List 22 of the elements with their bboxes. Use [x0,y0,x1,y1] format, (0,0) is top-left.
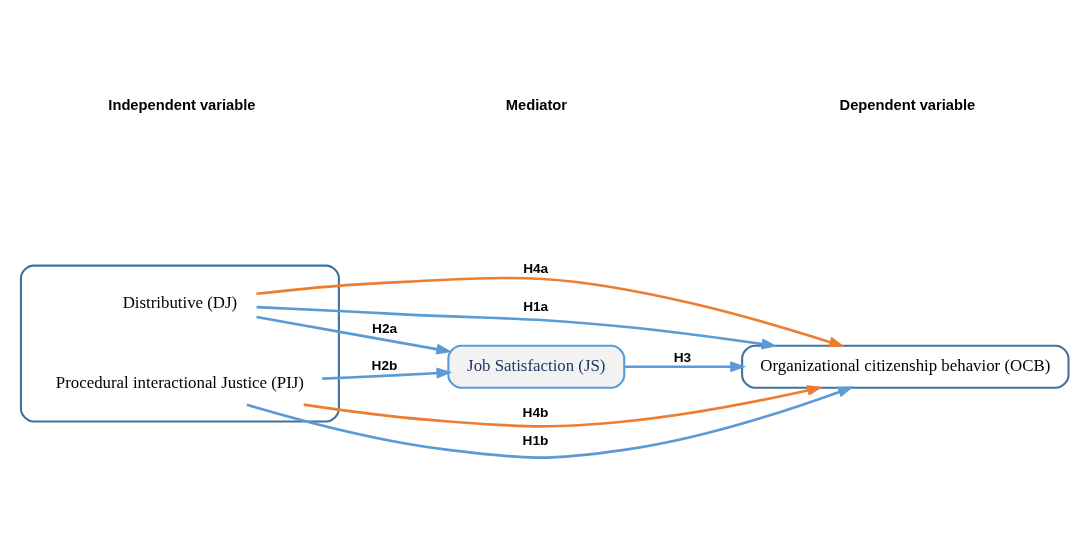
arrow [256,276,845,347]
cluster [19,264,340,423]
node-box: Job Satisfaction (JS) [447,344,626,389]
edge-label: H4a [523,260,549,276]
edge-label: H2b [371,357,398,373]
arrow [303,384,823,428]
node-box: Organizational citizenship behavior (OCB) [741,344,1070,389]
edge-label: H3 [673,349,692,365]
edge-label: H2a [372,320,398,336]
label: Independent variable [108,96,256,113]
label: Mediator [505,96,568,113]
arrow [322,367,453,380]
label: Dependent variable [839,96,976,113]
arrow [256,305,778,349]
arrow [256,315,453,355]
arrow [246,386,854,459]
node-text: Distributive (DJ) [122,292,238,312]
node-text: Procedural interactional Justice (PIJ) [55,372,304,392]
edge-label: H1b [522,432,549,448]
arrow [624,360,747,372]
edge-label: H4b [522,404,549,420]
edge-label: H1a [523,298,549,314]
